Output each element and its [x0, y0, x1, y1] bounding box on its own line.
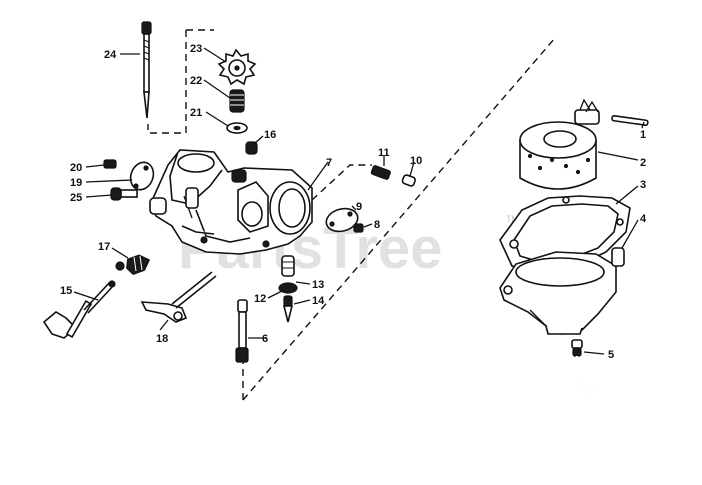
callout-19[interactable]: 19: [70, 177, 82, 189]
part-6-main-jet-bolt[interactable]: [235, 299, 249, 363]
callout-17[interactable]: 17: [98, 241, 110, 253]
callout-2[interactable]: 2: [640, 157, 646, 169]
part-23-knob[interactable]: [217, 48, 257, 86]
part-9-plate[interactable]: [324, 205, 361, 235]
callout-18[interactable]: 18: [156, 333, 168, 345]
part-15-throttle-shaft[interactable]: [42, 280, 116, 339]
part-10-plug[interactable]: [401, 174, 416, 187]
part-8-screw[interactable]: [353, 223, 364, 233]
watermark-trademark: TM: [506, 214, 519, 224]
part-5-drain[interactable]: [571, 339, 593, 393]
callout-6[interactable]: 6: [262, 333, 268, 345]
callout-5[interactable]: 5: [608, 349, 614, 361]
part-1-pin[interactable]: [611, 114, 649, 127]
callout-25[interactable]: 25: [70, 192, 82, 204]
callout-13[interactable]: 13: [312, 279, 324, 291]
part-4-float-bowl[interactable]: [499, 247, 625, 335]
part-18-choke-shaft[interactable]: [140, 271, 217, 323]
callout-4[interactable]: 4: [640, 213, 647, 225]
leader-lines: [73, 47, 645, 355]
part-19-plate[interactable]: [127, 159, 157, 193]
part-24-screw[interactable]: [141, 21, 152, 119]
callout-23[interactable]: 23: [190, 43, 202, 55]
callout-labels: 1 2 3 4 5 6 7 8 9 10 11 12 13 14 15 16 1…: [60, 43, 647, 361]
part-14-needle[interactable]: [282, 295, 294, 323]
callout-3[interactable]: 3: [640, 179, 646, 191]
callout-21[interactable]: 21: [190, 107, 202, 119]
part-7-carburetor-body[interactable]: [149, 149, 313, 255]
callout-24[interactable]: 24: [104, 49, 117, 61]
part-21-washer[interactable]: [226, 122, 248, 134]
callout-14[interactable]: 14: [312, 295, 325, 307]
callout-8[interactable]: 8: [374, 219, 380, 231]
part-22-spring[interactable]: [229, 89, 245, 113]
part-17-spring[interactable]: [115, 252, 152, 275]
callout-10[interactable]: 10: [410, 155, 422, 167]
callout-20[interactable]: 20: [70, 162, 82, 174]
part-20-screw[interactable]: [103, 159, 117, 169]
assembly-dashed-lines: [147, 29, 556, 401]
callout-16[interactable]: 16: [264, 129, 276, 141]
part-25-screw[interactable]: [110, 187, 167, 215]
callout-1[interactable]: 1: [640, 129, 646, 141]
part-2-float[interactable]: [519, 98, 600, 190]
callout-9[interactable]: 9: [356, 201, 362, 213]
callout-7[interactable]: 7: [326, 157, 332, 169]
callout-12[interactable]: 12: [254, 293, 266, 305]
callout-15[interactable]: 15: [60, 285, 72, 297]
callout-22[interactable]: 22: [190, 75, 202, 87]
part-13-needle-seat[interactable]: [281, 255, 295, 277]
part-11-spring[interactable]: [370, 165, 391, 180]
callout-11[interactable]: 11: [378, 147, 390, 159]
part-16-plug[interactable]: [245, 141, 258, 155]
